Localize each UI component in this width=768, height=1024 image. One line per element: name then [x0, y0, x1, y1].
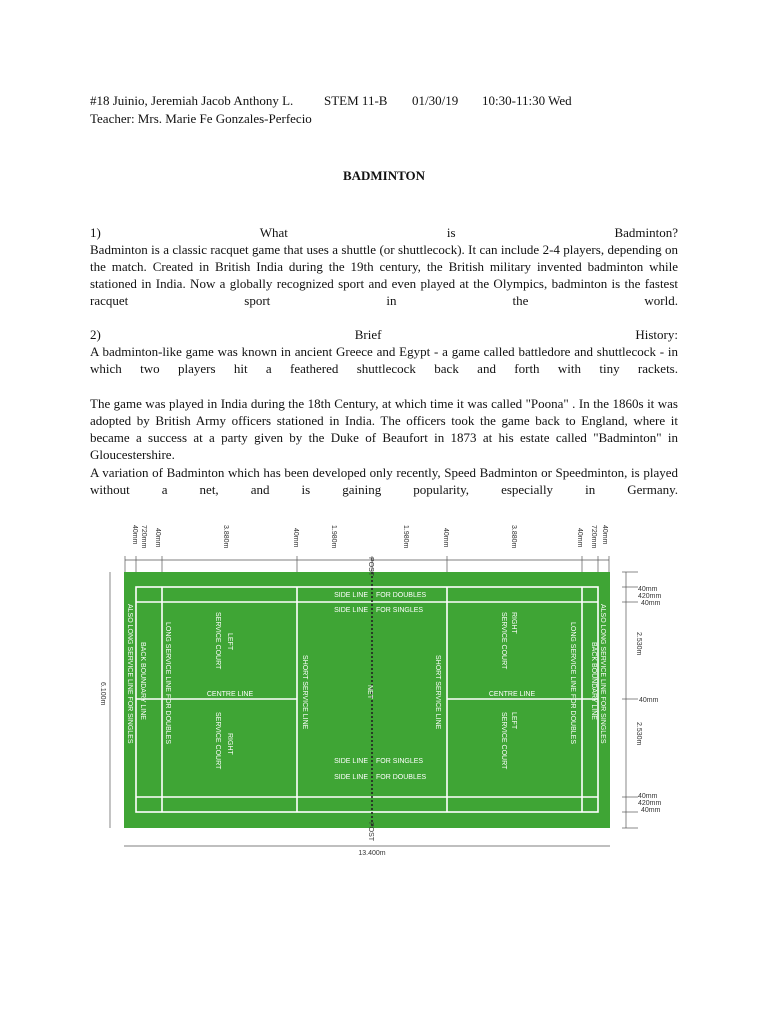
- teacher-line: Teacher: Mrs. Marie Fe Gonzales-Perfecio: [90, 111, 312, 126]
- q1-body: Badminton is a classic racquet game that…: [90, 242, 678, 308]
- top-dim-7: 1.980m: [402, 525, 409, 549]
- court-lines: [135, 586, 599, 813]
- student-name: #18 Juinio, Jeremiah Jacob Anthony L.: [90, 93, 294, 108]
- right-dim-5: 40mm: [639, 697, 659, 704]
- top-dim-8: 40mm: [442, 528, 449, 548]
- also-long-singles-right: ALSO LONG SERVICE LINE FOR SINGLES: [599, 604, 606, 744]
- for-singles-top: FOR SINGLES: [376, 607, 423, 614]
- top-dim-12: 40mm: [601, 525, 608, 545]
- post-bottom-label: POST: [367, 822, 374, 842]
- q1-heading: 1) What is Badminton?: [90, 225, 678, 240]
- right-dim-1: 40mm: [638, 586, 658, 593]
- short-service-line-right: SHORT SERVICE LINE: [434, 655, 441, 730]
- for-singles-bottom: FOR SINGLES: [376, 758, 423, 765]
- top-dim-6: 1.980m: [330, 525, 337, 549]
- right-dim-8: 420mm: [638, 800, 662, 807]
- right-service-court-1a: RIGHT: [226, 733, 233, 756]
- top-dim-5: 40mm: [292, 528, 299, 548]
- left-service-court-2b: SERVICE COURT: [500, 712, 507, 770]
- right-service-court-2a: RIGHT: [510, 612, 517, 635]
- q2-paragraph-1: A badminton-like game was known in ancie…: [90, 344, 678, 376]
- top-dim-2: 720mm: [140, 525, 147, 549]
- bottom-dim-label: 13.400m: [358, 850, 385, 857]
- badminton-court-diagram: 40mm 720mm 40mm 3.880m 40mm 1.980m 1.980…: [99, 525, 662, 857]
- page-title: BADMINTON: [342, 168, 426, 183]
- right-dim-6: 2.530m: [635, 722, 642, 746]
- side-line-singles-bottom: SIDE LINE: [334, 758, 368, 765]
- back-boundary-left: BACK BOUNDARY LINE: [139, 642, 146, 720]
- for-doubles-bottom: FOR DOUBLES: [376, 774, 427, 781]
- for-doubles-top: FOR DOUBLES: [376, 592, 427, 599]
- section-label: STEM 11-B: [324, 93, 388, 108]
- long-service-doubles-left: LONG SERVICE LINE FOR DOUBLES: [164, 622, 171, 744]
- right-dim-2: 420mm: [638, 593, 662, 600]
- side-line-singles-top: SIDE LINE: [334, 607, 368, 614]
- court-surface: [124, 572, 610, 828]
- right-dim-9: 40mm: [641, 807, 661, 814]
- post-top-label: POST: [367, 557, 374, 577]
- top-dim-1: 40mm: [131, 525, 138, 545]
- top-dim-3: 40mm: [154, 528, 161, 548]
- time-label: 10:30-11:30 Wed: [482, 93, 572, 108]
- top-dim-11: 720mm: [590, 525, 597, 549]
- left-service-court-2a: LEFT: [510, 712, 517, 730]
- right-service-court-1b: SERVICE COURT: [214, 712, 221, 770]
- back-boundary-right: BACK BOUNDARY LINE: [590, 642, 597, 720]
- long-service-doubles-right: LONG SERVICE LINE FOR DOUBLES: [569, 622, 576, 744]
- right-dimension-line: [622, 571, 638, 829]
- also-long-singles-left: ALSO LONG SERVICE LINE FOR SINGLES: [126, 604, 133, 744]
- top-dim-4: 3.880m: [222, 525, 229, 549]
- side-line-doubles-top: SIDE LINE: [334, 592, 368, 599]
- left-service-court-1b: SERVICE COURT: [214, 612, 221, 670]
- centre-line-right: CENTRE LINE: [489, 691, 536, 698]
- right-dim-7: 40mm: [638, 793, 658, 800]
- q2-paragraph-2: The game was played in India during the …: [90, 396, 678, 462]
- header-row-1: #18 Juinio, Jeremiah Jacob Anthony L. STE…: [90, 92, 572, 109]
- left-dim-label: 6.100m: [99, 682, 106, 706]
- net-label: NET: [366, 685, 373, 700]
- right-dim-4: 2.530m: [635, 632, 642, 656]
- q2-paragraph-3: A variation of Badminton which has been …: [90, 465, 678, 497]
- right-service-court-2b: SERVICE COURT: [500, 612, 507, 670]
- right-dim-3: 40mm: [641, 600, 661, 607]
- centre-line-left: CENTRE LINE: [207, 691, 254, 698]
- date-label: 01/30/19: [412, 93, 459, 108]
- top-dim-10: 40mm: [576, 528, 583, 548]
- top-dim-9: 3.880m: [510, 525, 517, 549]
- top-dimension-line: [124, 556, 610, 572]
- q2-heading: 2) Brief History:: [90, 327, 678, 342]
- side-line-doubles-bottom: SIDE LINE: [334, 774, 368, 781]
- left-service-court-1a: LEFT: [226, 633, 233, 651]
- short-service-line-left: SHORT SERVICE LINE: [301, 655, 308, 730]
